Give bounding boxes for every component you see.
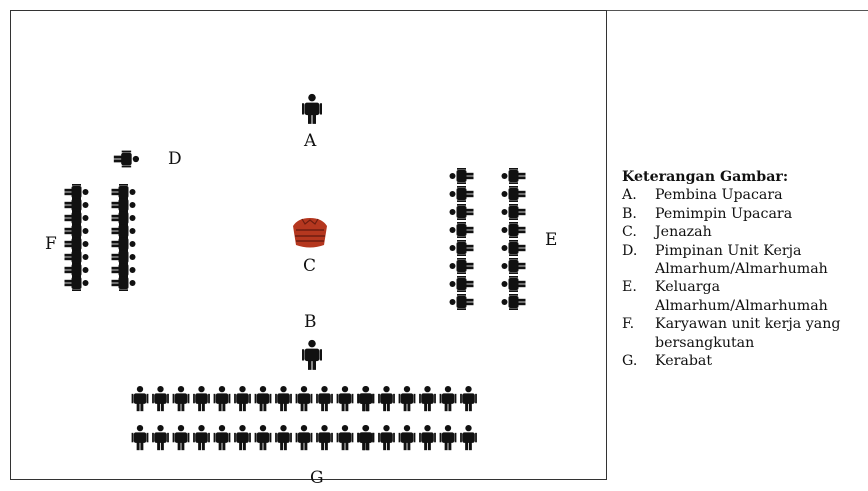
person-icon-g	[193, 424, 210, 451]
legend-key: A.	[622, 187, 637, 204]
person-icon-e	[449, 240, 474, 256]
person-icon-g	[234, 385, 251, 412]
person-icon-g	[131, 385, 149, 412]
person-icon-g	[316, 424, 333, 451]
person-icon-g	[213, 385, 231, 412]
legend-text: Kerabat	[655, 353, 713, 370]
person-icon-g	[378, 424, 395, 451]
person-icon-g	[398, 424, 416, 451]
legend-item: G. Kerabat	[622, 352, 840, 370]
person-icon-e	[501, 294, 526, 310]
person-icon-g	[439, 424, 457, 451]
label-c: C	[303, 256, 317, 276]
people-layer	[64, 93, 526, 451]
person-icon-g	[234, 424, 251, 451]
legend-text: Pembina Upacara	[655, 187, 783, 204]
person-icon-g	[193, 385, 210, 412]
person-icon-g	[460, 424, 477, 451]
legend-text: bersangkutan	[655, 334, 755, 351]
legend-key: C.	[622, 224, 637, 241]
person-icon-e	[449, 276, 474, 292]
label-a: A	[304, 131, 317, 151]
legend-text: Almarhum/Almarhumah	[655, 261, 828, 278]
legend-item: F. Karyawan unit kerja yang	[622, 315, 840, 333]
person-icon-a	[302, 93, 322, 124]
person-icon-g	[131, 424, 149, 451]
person-icon-g	[213, 424, 231, 451]
person-icon-g	[378, 385, 395, 412]
legend-item: D. Pimpinan Unit Kerja	[622, 242, 840, 260]
legend-item: bersangkutan	[622, 334, 840, 352]
legend-title: Keterangan Gambar:	[622, 169, 789, 185]
person-icon-g	[398, 385, 416, 412]
legend-key: G.	[622, 353, 638, 370]
legend-item: Almarhum/Almarhumah	[622, 260, 840, 278]
legend-key: F.	[622, 316, 635, 333]
person-icon-e	[449, 222, 474, 238]
person-icon-e	[501, 258, 526, 274]
person-icon-g	[254, 424, 272, 451]
label-d: D	[168, 149, 182, 169]
legend-text: Jenazah	[655, 224, 712, 241]
legend-key	[622, 260, 655, 278]
legend-item: C. Jenazah	[622, 223, 840, 241]
label-g: G	[310, 468, 324, 488]
person-icon-g	[172, 385, 190, 412]
person-icon-e	[501, 204, 526, 220]
legend-key	[622, 334, 655, 352]
legend-key	[622, 297, 655, 315]
person-icon-g	[336, 424, 354, 451]
person-icon-e	[449, 186, 474, 202]
coffin-icon	[293, 218, 327, 248]
person-icon-g	[419, 424, 436, 451]
legend-key: D.	[622, 242, 638, 259]
person-icon-d	[113, 150, 140, 168]
legend-text: Pemimpin Upacara	[655, 205, 793, 222]
person-icon-e	[449, 258, 474, 274]
label-e: E	[545, 230, 558, 250]
person-icon-f	[111, 275, 136, 291]
person-icon-b	[302, 339, 322, 370]
person-icon-e	[449, 294, 474, 310]
person-icon-g	[254, 385, 272, 412]
person-icon-g	[152, 385, 169, 412]
person-icon-g	[419, 385, 436, 412]
person-icon-e	[501, 276, 526, 292]
person-icon-e	[449, 204, 474, 220]
person-icon-e	[501, 222, 526, 238]
person-icon-e	[501, 168, 526, 184]
person-icon-g	[295, 385, 313, 412]
legend-key: E.	[622, 279, 637, 296]
person-icon-g	[152, 424, 169, 451]
diagram-frame	[10, 10, 607, 480]
label-b: B	[304, 312, 317, 332]
person-icon-g	[336, 385, 354, 412]
legend-item: Almarhum/Almarhumah	[622, 297, 840, 315]
legend-text: Keluarga	[655, 279, 721, 296]
legend-text: Karyawan unit kerja yang	[655, 316, 841, 333]
person-icon-g	[275, 424, 292, 451]
legend-text: Almarhum/Almarhumah	[655, 297, 828, 314]
legend-item: B. Pemimpin Upacara	[622, 205, 840, 223]
legend-text: Pimpinan Unit Kerja	[655, 242, 802, 259]
person-icon-g	[460, 385, 477, 412]
person-icon-e	[449, 168, 474, 184]
person-icon-e	[501, 186, 526, 202]
person-icon-g	[295, 424, 313, 451]
person-icon-g	[439, 385, 457, 412]
person-icon-g	[275, 385, 292, 412]
label-f: F	[45, 234, 57, 254]
person-icon-g	[172, 424, 190, 451]
person-icon-g	[316, 385, 333, 412]
legend-item: E. Keluarga	[622, 278, 840, 296]
person-icon-f	[64, 275, 89, 291]
legend-item: A. Pembina Upacara	[622, 186, 840, 204]
person-icon-e	[501, 240, 526, 256]
legend-key: B.	[622, 205, 637, 222]
